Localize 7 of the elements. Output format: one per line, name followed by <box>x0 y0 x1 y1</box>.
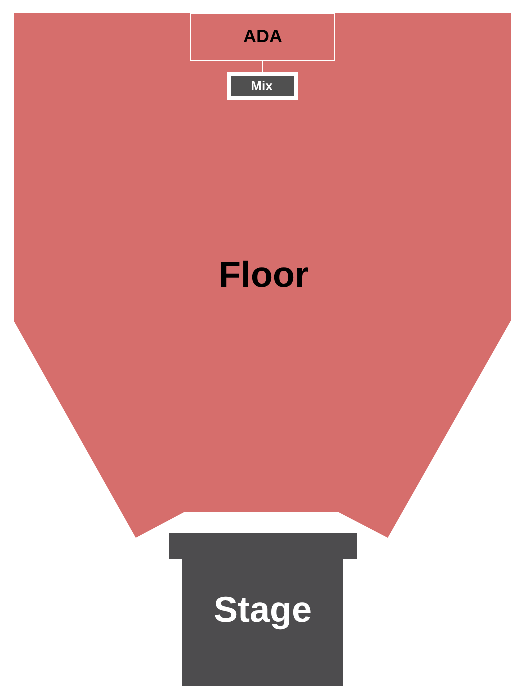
ada-section <box>190 13 335 61</box>
section-label: Floor <box>219 254 309 296</box>
mix-label: Mix <box>251 78 273 94</box>
connector-line <box>262 60 263 72</box>
stage-label: Stage <box>214 589 312 631</box>
mix-position <box>227 72 298 100</box>
section-label: ADA <box>244 26 282 48</box>
